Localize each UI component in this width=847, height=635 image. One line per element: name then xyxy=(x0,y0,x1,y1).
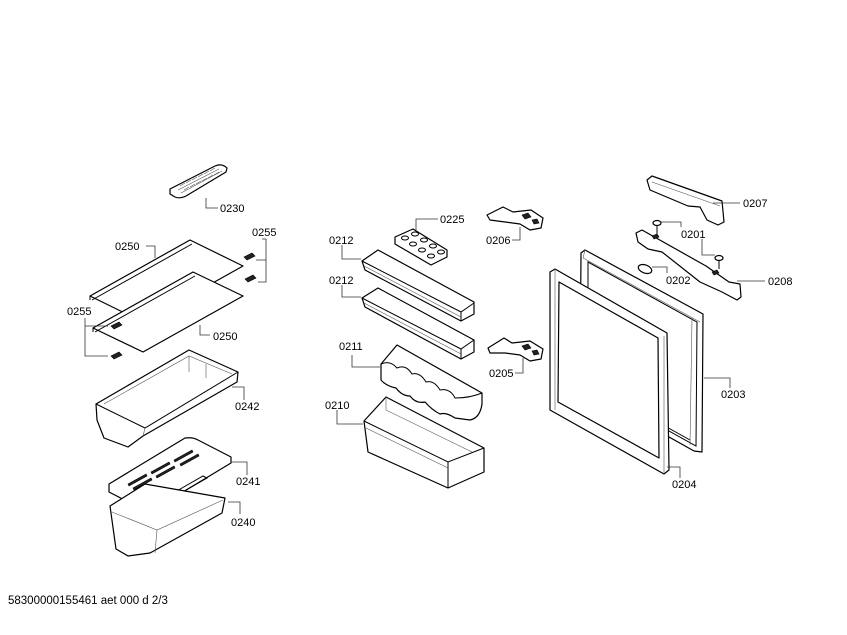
label-0205[interactable]: 0205 xyxy=(489,368,513,380)
label-0250-upper[interactable]: 0250 xyxy=(115,241,139,253)
part-0208-bracket[interactable] xyxy=(635,229,742,301)
leader-0250-lower xyxy=(199,325,210,336)
label-0203[interactable]: 0203 xyxy=(721,389,745,401)
leader-0211 xyxy=(351,355,380,368)
label-0207[interactable]: 0207 xyxy=(743,198,767,210)
part-0211-bottle-insert[interactable] xyxy=(380,344,483,421)
part-0202-cap[interactable] xyxy=(637,263,653,275)
label-0210[interactable]: 0210 xyxy=(325,400,349,412)
part-0207-trim-strip[interactable] xyxy=(646,175,725,226)
leader-0203 xyxy=(704,377,731,388)
document-reference: 58300000155461 aet 000 d 2/3 xyxy=(8,595,168,607)
label-0240[interactable]: 0240 xyxy=(231,517,255,529)
label-0204[interactable]: 0204 xyxy=(672,479,696,491)
label-0230[interactable]: 0230 xyxy=(220,203,244,215)
label-0242[interactable]: 0242 xyxy=(235,401,259,413)
leader-0255-left xyxy=(84,318,108,357)
part-0230-ice-tray[interactable] xyxy=(169,164,228,199)
label-0212-upper[interactable]: 0212 xyxy=(329,235,353,247)
label-0255-left[interactable]: 0255 xyxy=(67,306,91,318)
part-0206-upper-hinge[interactable] xyxy=(486,206,544,231)
label-0250-lower[interactable]: 0250 xyxy=(213,331,237,343)
leader-0212-upper xyxy=(341,245,361,260)
label-0208[interactable]: 0208 xyxy=(768,276,792,288)
leader-0255-right xyxy=(256,238,267,283)
label-0202[interactable]: 0202 xyxy=(666,275,690,287)
part-0242-drawer[interactable] xyxy=(95,349,239,448)
part-0250-lower-shelf[interactable] xyxy=(92,271,244,353)
leader-0206 xyxy=(512,227,521,241)
part-0210-bottle-shelf[interactable] xyxy=(363,396,485,489)
part-0212-door-shelf-lower[interactable] xyxy=(361,287,475,360)
part-0201-screws[interactable] xyxy=(652,219,724,270)
leader-0204 xyxy=(667,466,681,478)
label-0241[interactable]: 0241 xyxy=(236,476,260,488)
label-0206[interactable]: 0206 xyxy=(486,235,510,247)
leader-0225 xyxy=(415,218,438,230)
part-0205-lower-hinge[interactable] xyxy=(487,337,544,362)
leader-0205 xyxy=(515,358,524,374)
leader-0201 xyxy=(661,221,715,256)
part-0212-door-shelf-upper[interactable] xyxy=(361,249,475,322)
part-0204-door-seal[interactable] xyxy=(549,268,670,475)
leader-0242 xyxy=(232,386,245,400)
label-0211[interactable]: 0211 xyxy=(339,341,363,353)
label-0201[interactable]: 0201 xyxy=(681,229,705,241)
leader-0241 xyxy=(231,461,248,475)
leader-0230 xyxy=(205,198,218,209)
leader-0212-lower xyxy=(341,285,361,298)
leader-0210 xyxy=(336,410,363,425)
label-0255-right[interactable]: 0255 xyxy=(252,227,276,239)
part-0225-egg-tray[interactable] xyxy=(394,228,448,266)
part-0255-end-caps-left[interactable] xyxy=(110,321,123,360)
part-0255-end-caps-right[interactable] xyxy=(243,252,257,283)
leader-0240 xyxy=(228,501,241,514)
part-0240-container[interactable] xyxy=(109,483,226,557)
label-0225[interactable]: 0225 xyxy=(440,214,464,226)
label-0212-lower[interactable]: 0212 xyxy=(329,275,353,287)
leader-0250-upper xyxy=(146,245,156,258)
leader-0202 xyxy=(652,266,668,273)
